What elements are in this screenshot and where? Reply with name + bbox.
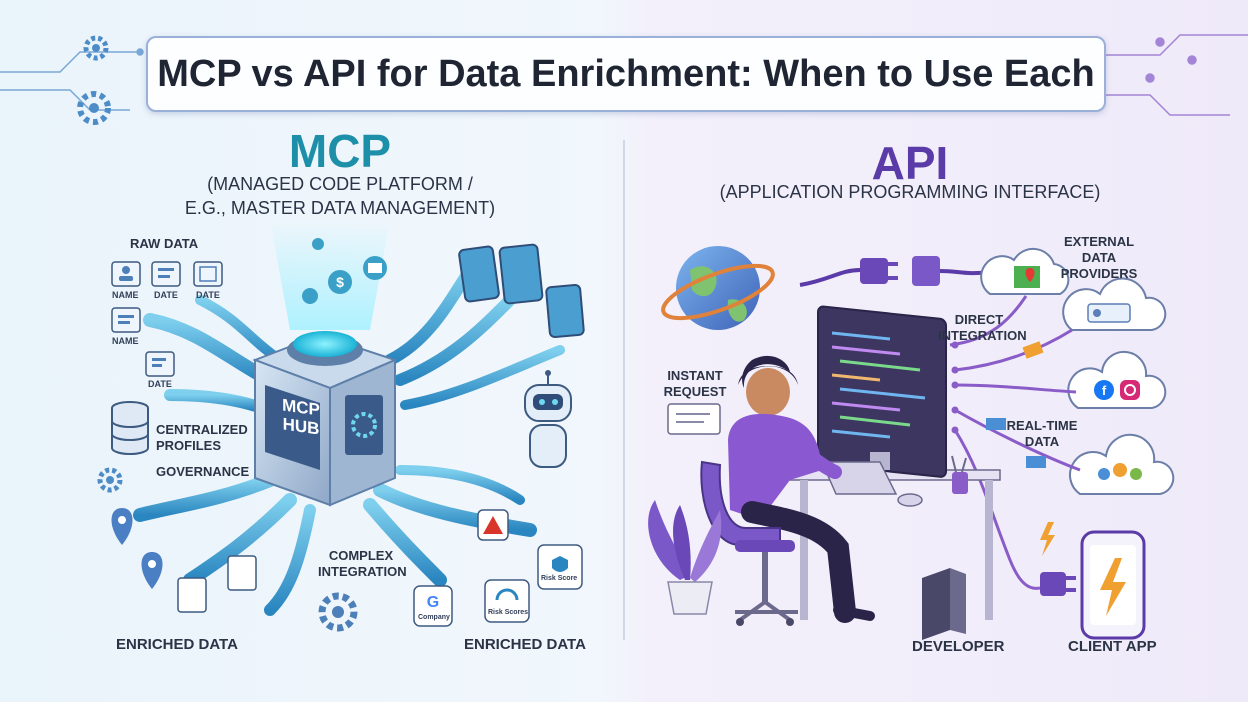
real-time-data-label: REAL-TIME DATA — [1006, 418, 1078, 449]
mouse — [897, 493, 923, 507]
mcp-hub — [252, 331, 398, 507]
mail-icon — [363, 256, 387, 280]
gear-icon — [318, 592, 358, 632]
instagram-icon — [1120, 380, 1140, 400]
title-banner: MCP vs API for Data Enrichment: When to … — [146, 36, 1106, 112]
dollar-icon: $ — [328, 270, 352, 294]
gear-icon — [77, 91, 111, 125]
doc-label-name: NAME — [112, 290, 139, 300]
pencil-cup — [951, 455, 968, 494]
device-icons — [458, 243, 585, 338]
external-data-providers-label: EXTERNAL DATA PROVIDERS — [1060, 234, 1138, 281]
client-app-label: CLIENT APP — [1068, 638, 1157, 655]
outgoing-data-pipes — [133, 465, 537, 616]
developer-figure — [728, 355, 875, 623]
centralized-profiles-label: CENTRALIZED PROFILES — [156, 422, 248, 453]
svg-text:G: G — [427, 594, 439, 611]
svg-text:f: f — [1102, 383, 1107, 398]
facebook-icon: f — [1094, 380, 1114, 400]
svg-text:$: $ — [336, 274, 344, 290]
map-icon — [1014, 266, 1040, 288]
robot-icon — [524, 370, 572, 468]
request-document-icon — [667, 403, 721, 435]
database-icon — [111, 401, 149, 455]
risk-score-badge-label: Risk Score — [541, 575, 578, 582]
risk-scores-badge-label: Risk Scores — [488, 609, 529, 616]
enriched-data-left-label: ENRICHED DATA — [116, 636, 238, 653]
profile-card-icon — [1087, 303, 1131, 323]
circuit-decoration-right — [1105, 34, 1248, 116]
potted-plant — [648, 500, 722, 615]
api-connection-lines — [949, 295, 1081, 590]
enriched-data-right-label: ENRICHED DATA — [464, 636, 586, 653]
cloud-icon — [1067, 350, 1167, 409]
instant-request-label: INSTANT REQUEST — [663, 368, 727, 399]
users-icon — [1098, 463, 1142, 480]
governance-label: GOVERNANCE — [156, 464, 250, 479]
api-heading: API — [871, 137, 949, 189]
connection-dots — [951, 341, 959, 434]
pin-icon — [141, 552, 163, 589]
raw-data-label: RAW DATA — [130, 236, 199, 251]
lightning-icon — [1040, 522, 1055, 556]
doc-label-date: DATE — [148, 379, 172, 389]
mcp-subtitle-line2: E.G., MASTER DATA MANAGEMENT) — [184, 198, 496, 218]
page-title: MCP vs API for Data Enrichment: When to … — [157, 52, 1095, 95]
google-icon: G — [413, 585, 453, 627]
data-packet-icon — [986, 341, 1046, 468]
doc-label-date: DATE — [196, 290, 220, 300]
user-badge-icon — [302, 238, 324, 304]
computer-monitor — [817, 305, 947, 478]
globe-icon — [661, 246, 775, 330]
hub-light-beam — [270, 220, 390, 330]
mcp-subtitle-line1: (MANAGED CODE PLATFORM / — [207, 174, 473, 194]
mcp-heading: MCP — [288, 125, 392, 177]
risk-scores-badge — [484, 579, 530, 623]
pin-icon — [111, 508, 133, 545]
circuit-decoration-left — [0, 48, 144, 111]
doc-label-name: NAME — [112, 336, 139, 346]
direct-integration-label: DIRECT INTEGRATION — [938, 312, 1027, 343]
alert-badge — [477, 509, 509, 541]
plug-icon — [799, 256, 991, 287]
mcp-subtitle: (MANAGED CODE PLATFORM / E.G., MASTER DA… — [140, 172, 540, 220]
api-subtitle: (APPLICATION PROGRAMMING INTERFACE) — [719, 182, 1101, 202]
risk-score-badge — [537, 544, 583, 590]
company-badge-label: Company — [418, 614, 450, 621]
server-tower — [922, 568, 966, 640]
developer-label: DEVELOPER — [912, 638, 1005, 655]
complex-integration-label: COMPLEX INTEGRATION — [318, 548, 407, 579]
lightning-icon — [1100, 558, 1126, 616]
document-glyphs — [118, 266, 217, 367]
plug-icon — [1040, 572, 1076, 596]
doc-label-date: DATE — [154, 290, 178, 300]
gear-icon — [97, 467, 123, 493]
gear-icon — [83, 35, 109, 61]
enriched-documents — [177, 555, 257, 613]
